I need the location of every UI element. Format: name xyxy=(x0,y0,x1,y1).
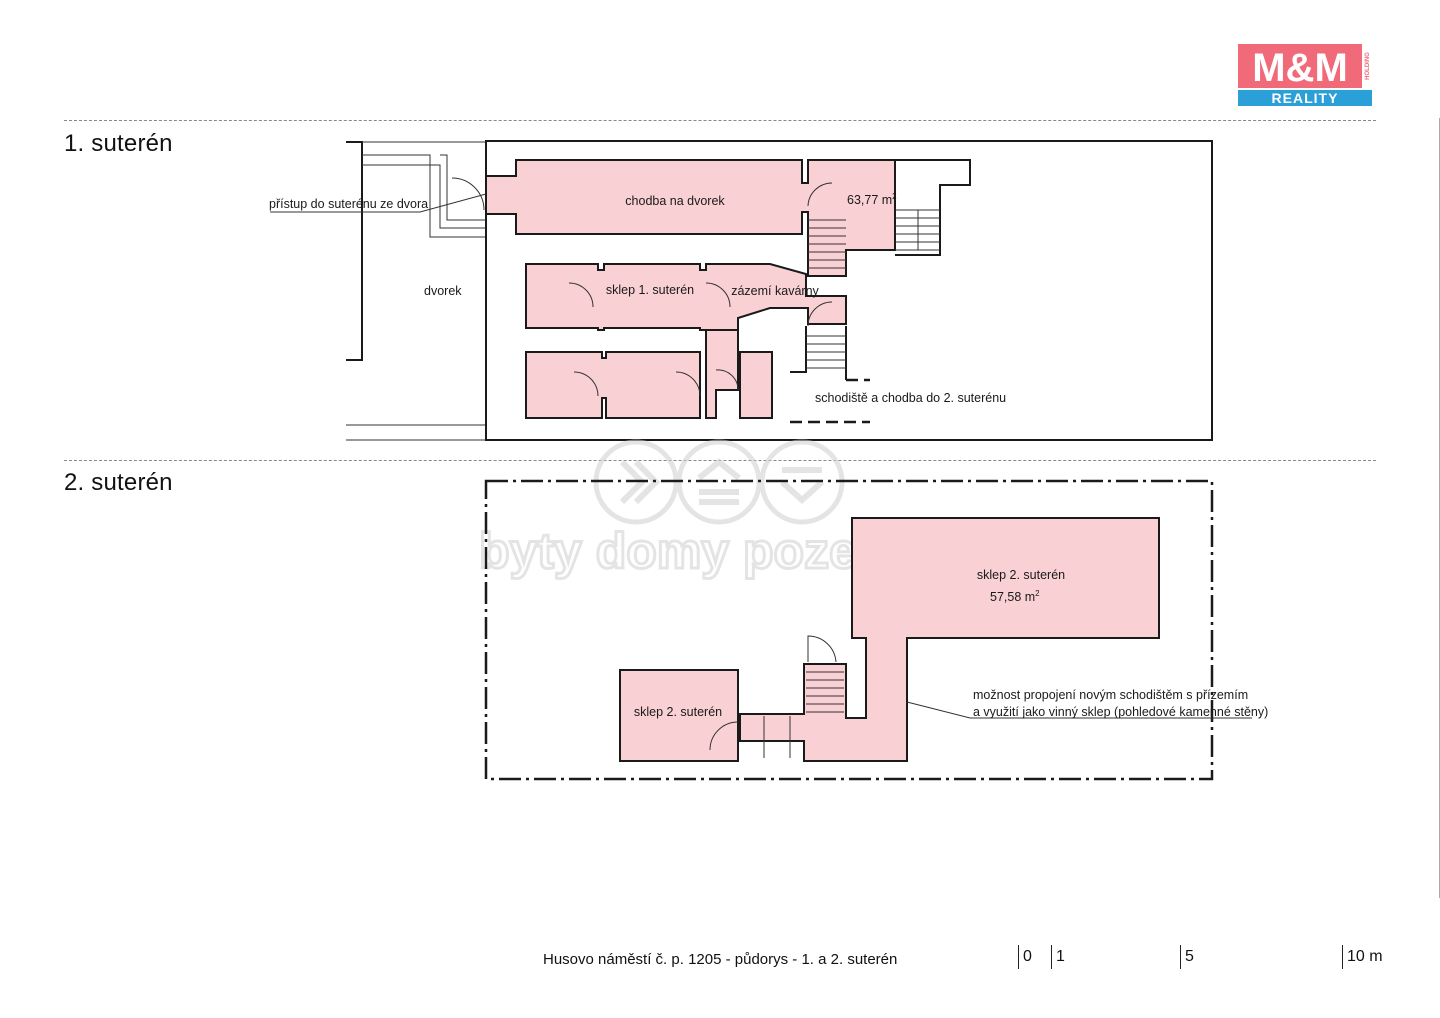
stair-treads-right xyxy=(895,209,940,251)
floor2-outline xyxy=(484,479,1214,781)
label-floor2-area-value: 57,58 m xyxy=(990,590,1035,604)
scale-tick-5 xyxy=(1180,945,1181,969)
logo-graphic: M&M REALITY HOLDING xyxy=(1238,44,1372,106)
label-corridor: chodba na dvorek xyxy=(625,194,725,208)
label-floor1-area-value: 63,77 m xyxy=(847,193,892,207)
stair-wall-down xyxy=(790,326,847,380)
scale-label-1: 1 xyxy=(1056,948,1065,965)
floor1-outline xyxy=(485,140,1213,441)
label-courtyard: dvorek xyxy=(424,284,462,298)
scale-tick-0 xyxy=(1018,945,1019,969)
stair-treads-corridor xyxy=(808,219,846,269)
courtyard-ground-lines xyxy=(346,424,486,441)
watermark-glyph-2 xyxy=(697,458,741,505)
label-note-line1: možnost propojení novým schodištěm s pří… xyxy=(973,688,1248,702)
scale-tick-1 xyxy=(1051,945,1052,969)
room-cellar-1 xyxy=(525,263,847,353)
label-cellar-small: sklep 2. suterén xyxy=(634,705,722,719)
footer-title: Husovo náměstí č. p. 1205 - půdorys - 1.… xyxy=(543,951,898,968)
door-swings-floor1 xyxy=(451,177,833,397)
section-title-2: 2. suterén xyxy=(64,469,173,496)
room-corridor xyxy=(485,159,896,277)
note-leader xyxy=(906,701,1252,719)
room-cellar-small xyxy=(619,669,739,762)
label-backstage: zázemí kavárny xyxy=(731,284,819,298)
stair-treads-down xyxy=(806,335,846,369)
section-title-1: 1. suterén xyxy=(64,130,173,157)
scale-tick-10 xyxy=(1342,945,1343,969)
floor2-plan: sklep 2. suterén 57,58 m2 sklep 2. suter… xyxy=(484,479,1268,781)
door-swings-floor2 xyxy=(709,635,837,751)
stair-wall-right xyxy=(895,159,971,256)
scale-label-5: 5 xyxy=(1185,948,1194,965)
stair-corridor-dashed xyxy=(790,378,870,424)
label-note-line2: a využití jako vinný sklep (pohledové ka… xyxy=(973,705,1268,719)
label-floor1-area-sup: 2 xyxy=(892,192,897,201)
label-floor2-area-sup: 2 xyxy=(1035,589,1040,598)
courtyard-bracket xyxy=(346,141,363,361)
room-cellar-2b xyxy=(739,351,773,419)
logo-sub-block xyxy=(1238,90,1372,106)
label-floor2-area: 57,58 m2 xyxy=(990,589,1040,604)
access-leader xyxy=(270,193,487,213)
logo-brand-text: M&M xyxy=(1252,46,1348,90)
scale-bar: 0 1 5 10 m xyxy=(1018,945,1398,975)
room-cellar-2a xyxy=(525,351,701,419)
section-divider-1 xyxy=(64,120,1376,121)
stair-treads-floor2 xyxy=(763,671,844,758)
label-stairs-corridor: schodiště a chodba do 2. suterénu xyxy=(815,391,1006,405)
floor1-plan: přístup do suterénu ze dvora dvorek chod… xyxy=(269,140,1213,441)
logo-brand-block xyxy=(1238,44,1362,88)
watermark-glyph-3 xyxy=(779,467,825,505)
label-floor1-area: 63,77 m2 xyxy=(847,192,897,207)
label-access: přístup do suterénu ze dvora xyxy=(269,197,428,211)
access-path-lines xyxy=(362,141,486,238)
logo-side-text: HOLDING xyxy=(1365,52,1371,80)
label-cellar-big: sklep 2. suterén xyxy=(977,568,1065,582)
room-backstage-stub xyxy=(705,329,739,419)
room-cellar-big xyxy=(739,517,1160,762)
logo: M&M REALITY HOLDING xyxy=(1238,44,1372,111)
label-cellar-1: sklep 1. suterén xyxy=(606,283,694,297)
scale-label-0: 0 xyxy=(1023,948,1032,965)
logo-sub-text: REALITY xyxy=(1272,90,1339,106)
scale-label-10: 10 m xyxy=(1347,948,1383,965)
